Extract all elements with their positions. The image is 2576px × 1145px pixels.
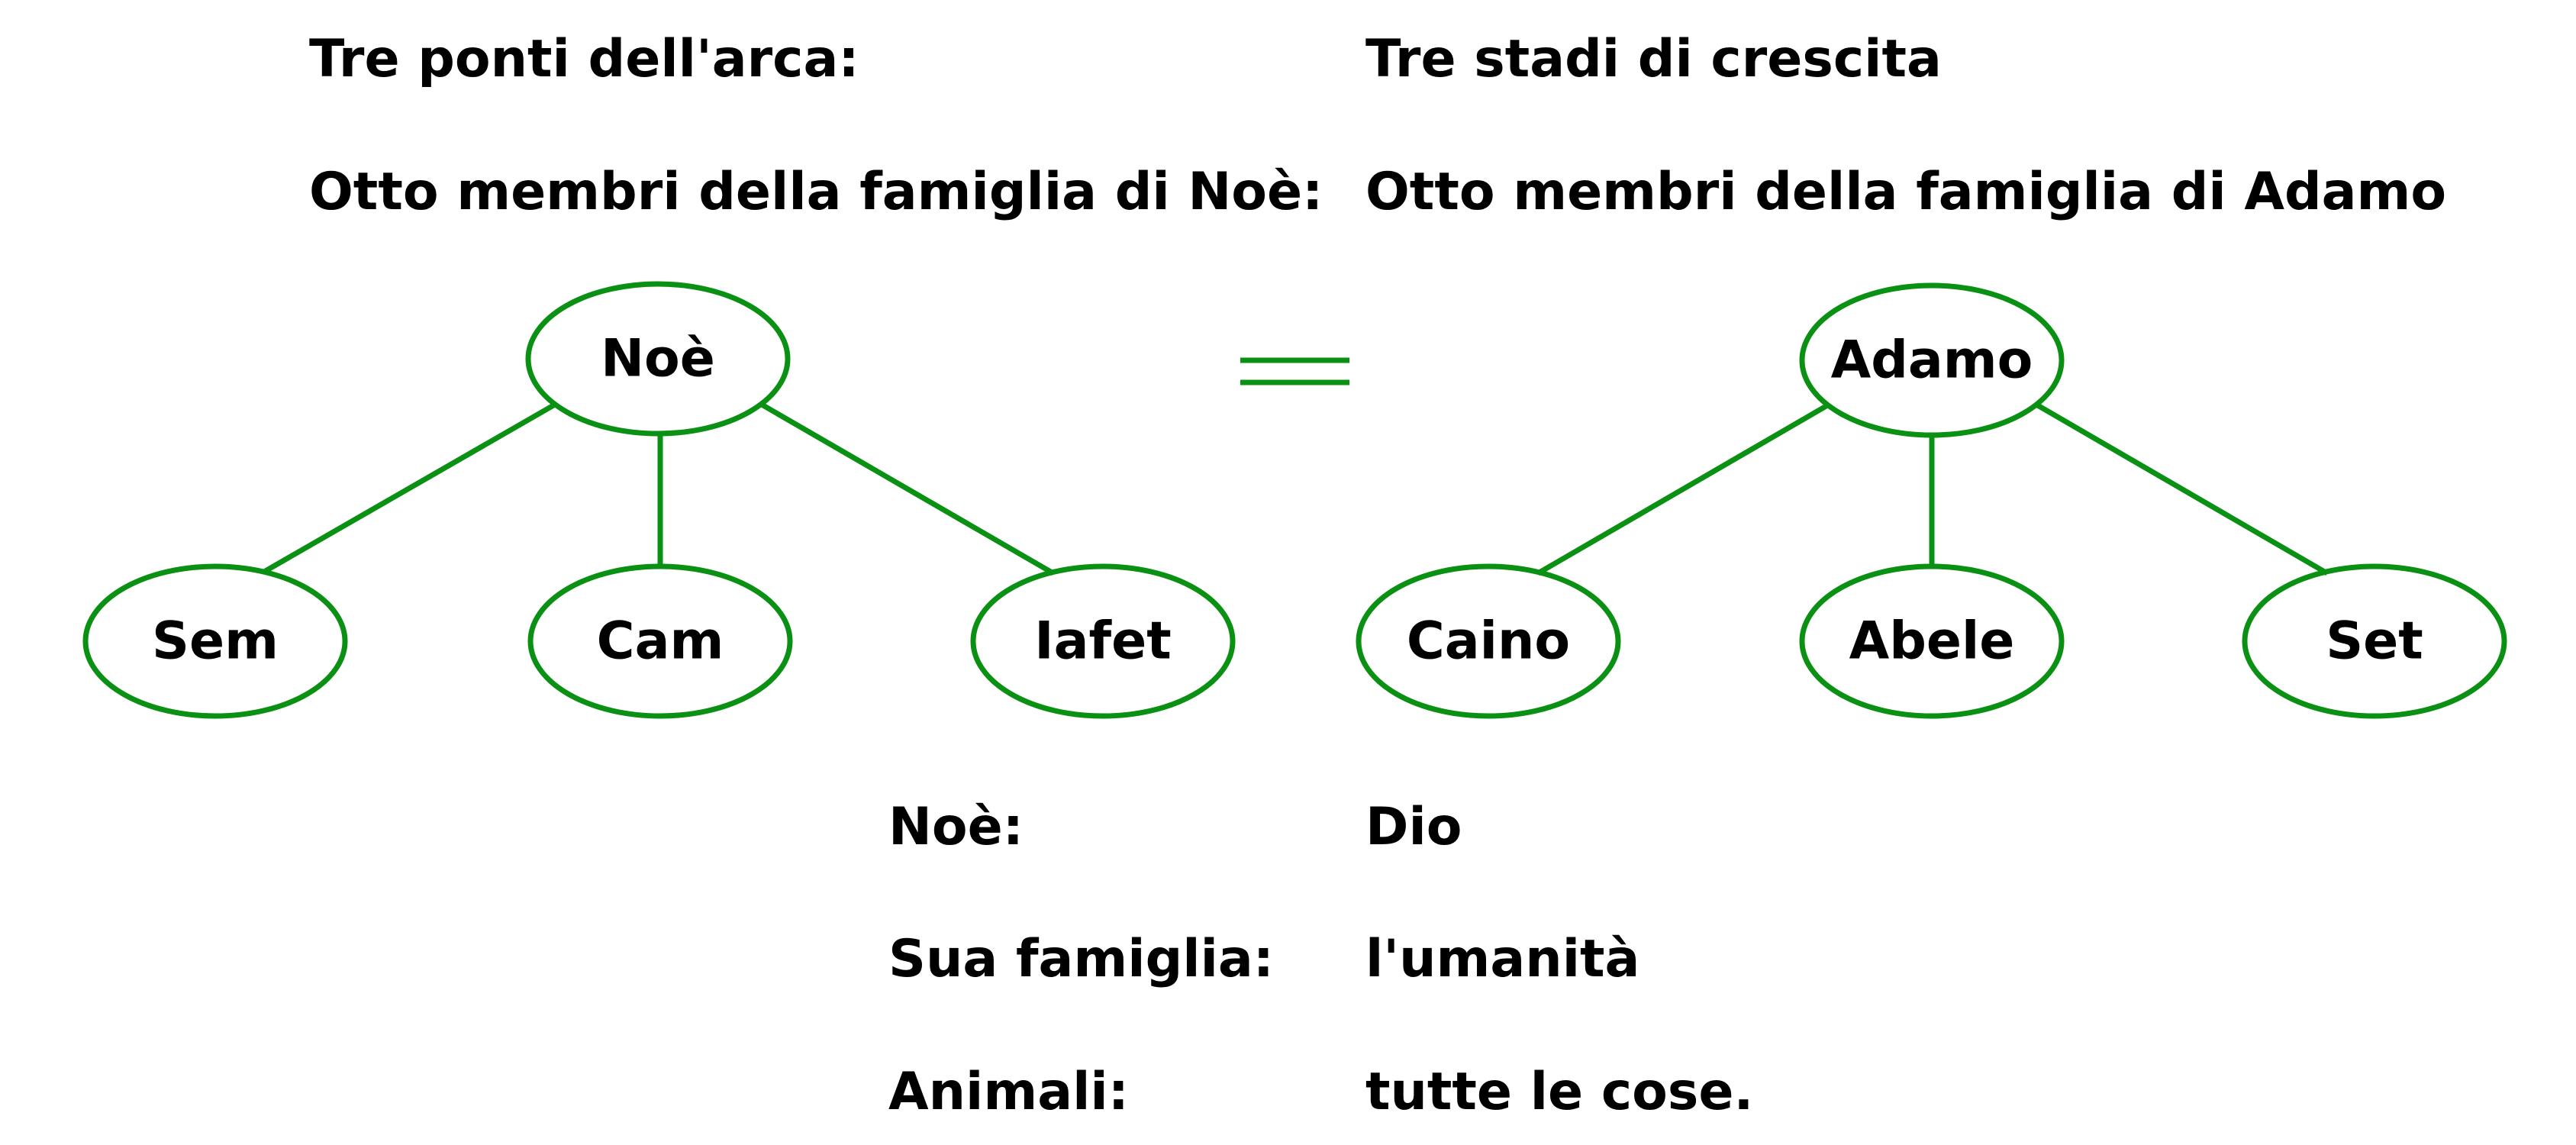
right-root-node: Adamo [1799, 282, 2065, 438]
right-child-ellipse [1799, 563, 2065, 719]
left-root-ellipse [525, 281, 791, 437]
right-header-stages: Tre stadi di crescita [1365, 29, 1942, 89]
right-root-ellipse [1799, 282, 2065, 438]
left-child-node: Sem [82, 563, 348, 719]
right-child-ellipse [2242, 563, 2507, 719]
equals-sign: = [1240, 357, 1349, 385]
left-child-label: Cam [597, 611, 724, 672]
correspondence-left-label: Sua famiglia: [888, 929, 1274, 989]
right-child-node: Set [2242, 563, 2507, 719]
correspondence-left-label: Animali: [888, 1062, 1129, 1122]
left-root-node: Noè [525, 281, 791, 437]
left-connector-sem [263, 402, 556, 575]
correspondence-right-label: tutte le cose. [1365, 1062, 1754, 1122]
left-header-decks: Tre ponti dell'arca: [309, 29, 859, 89]
left-child-node: Cam [527, 563, 793, 719]
right-child-node: Caino [1356, 563, 1621, 719]
right-child-label: Set [2326, 611, 2423, 672]
correspondence-right-label: Dio [1365, 797, 1462, 857]
right-connector-set [2035, 402, 2329, 576]
right-root-label: Adamo [1831, 331, 2033, 391]
right-child-label: Caino [1407, 611, 1570, 672]
left-child-ellipse [970, 563, 1236, 719]
left-child-ellipse [82, 563, 348, 719]
right-child-ellipse [1356, 563, 1621, 719]
left-child-ellipse [527, 563, 793, 719]
right-child-node: Abele [1799, 563, 2065, 719]
right-connector-caino [1536, 402, 1830, 576]
left-child-label: Iafet [1034, 611, 1171, 672]
left-root-label: Noè [601, 329, 715, 389]
left-child-label: Sem [152, 611, 279, 672]
right-header-family: Otto membri della famiglia di Adamo [1365, 162, 2447, 222]
correspondence-right-label: l'umanità [1365, 929, 1640, 989]
correspondence-left-label: Noè: [888, 797, 1024, 857]
left-connector-iafet [760, 402, 1055, 576]
right-child-label: Abele [1849, 611, 2015, 672]
left-header-family: Otto membri della famiglia di Noè: [309, 162, 1323, 222]
left-child-node: Iafet [970, 563, 1236, 719]
